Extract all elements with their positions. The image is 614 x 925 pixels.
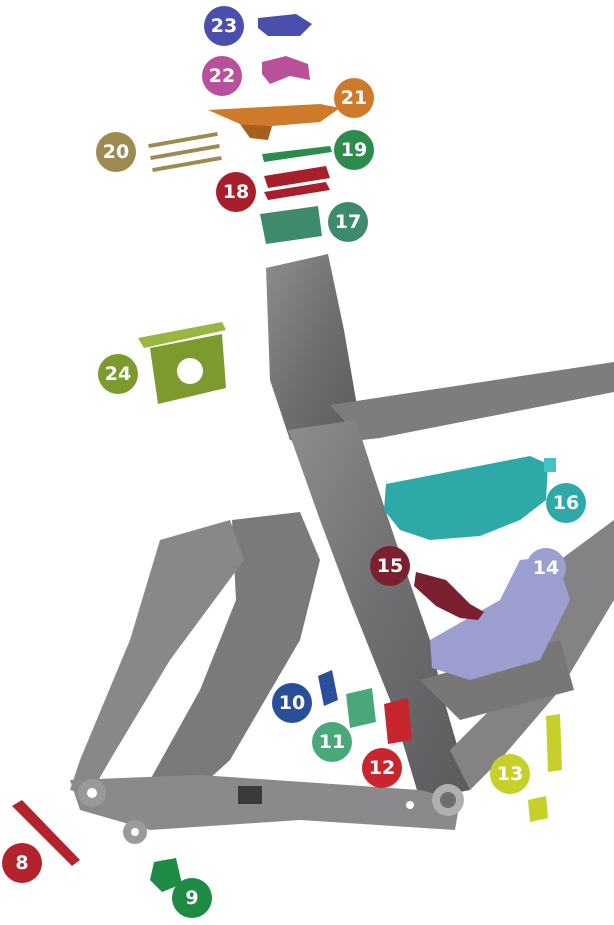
bottom-bracket-inner <box>440 792 456 808</box>
stem-cover-shadow <box>240 124 272 140</box>
chain-stay-insert <box>238 786 262 804</box>
part-badge-12: 12 <box>362 748 402 788</box>
part-badge-21: 21 <box>334 78 374 118</box>
part-badge-20: 20 <box>96 132 136 172</box>
part-badge-8: 8 <box>2 843 42 883</box>
stem-clamp-part <box>262 56 310 84</box>
part-badge-number: 23 <box>211 15 237 37</box>
part-badge-number: 22 <box>209 65 235 87</box>
spacer-green-part <box>262 146 332 162</box>
part-badge-number: 18 <box>223 181 249 203</box>
part-badge-22: 22 <box>202 56 242 96</box>
part-badge-24: 24 <box>98 354 138 394</box>
part-badge-number: 20 <box>103 141 129 163</box>
part-badge-14: 14 <box>526 548 566 588</box>
top-tube <box>330 362 614 440</box>
bb-part-small <box>528 796 548 822</box>
part-badge-number: 9 <box>185 887 198 909</box>
part-badge-15: 15 <box>370 546 410 586</box>
part-badge-number: 12 <box>369 757 395 779</box>
part-badge-number: 11 <box>319 731 345 753</box>
headset-cover-part <box>260 206 322 244</box>
part-badge-number: 8 <box>15 852 28 874</box>
part-badge-17: 17 <box>328 202 368 242</box>
part-badge-18: 18 <box>216 172 256 212</box>
hydration-tank-part <box>384 456 548 540</box>
part-badge-number: 19 <box>341 139 367 161</box>
frame-bolt-hole <box>406 801 414 809</box>
stem-cover-part <box>208 104 340 126</box>
part-badge-number: 14 <box>533 557 559 579</box>
seat-clamp-hole <box>177 358 203 384</box>
part-badge-16: 16 <box>546 483 586 523</box>
part-badge-number: 15 <box>377 555 403 577</box>
part-badge-10: 10 <box>272 683 312 723</box>
part-badge-number: 16 <box>553 492 579 514</box>
hydration-tank-cap <box>544 458 556 472</box>
cover-plate-part <box>318 670 338 706</box>
chain-stay <box>70 775 460 830</box>
part-badge-number: 13 <box>497 763 523 785</box>
part-badge-number: 17 <box>335 211 361 233</box>
derailleur-mount-part <box>384 698 412 744</box>
bracket-part <box>414 572 484 620</box>
part-badge-23: 23 <box>204 6 244 46</box>
part-badge-number: 10 <box>279 692 305 714</box>
top-cap-part <box>258 14 312 36</box>
rear-dropout-hole <box>87 788 97 798</box>
part-badge-11: 11 <box>312 722 352 762</box>
part-badge-number: 24 <box>105 363 131 385</box>
part-badge-19: 19 <box>334 130 374 170</box>
bolts-part <box>148 132 222 172</box>
part-badge-13: 13 <box>490 754 530 794</box>
part-badge-number: 21 <box>341 87 367 109</box>
di2-mount-part <box>346 688 376 728</box>
bb-part-main <box>546 714 562 772</box>
lower-dropout-hole <box>131 828 139 836</box>
part-badge-9: 9 <box>172 878 212 918</box>
